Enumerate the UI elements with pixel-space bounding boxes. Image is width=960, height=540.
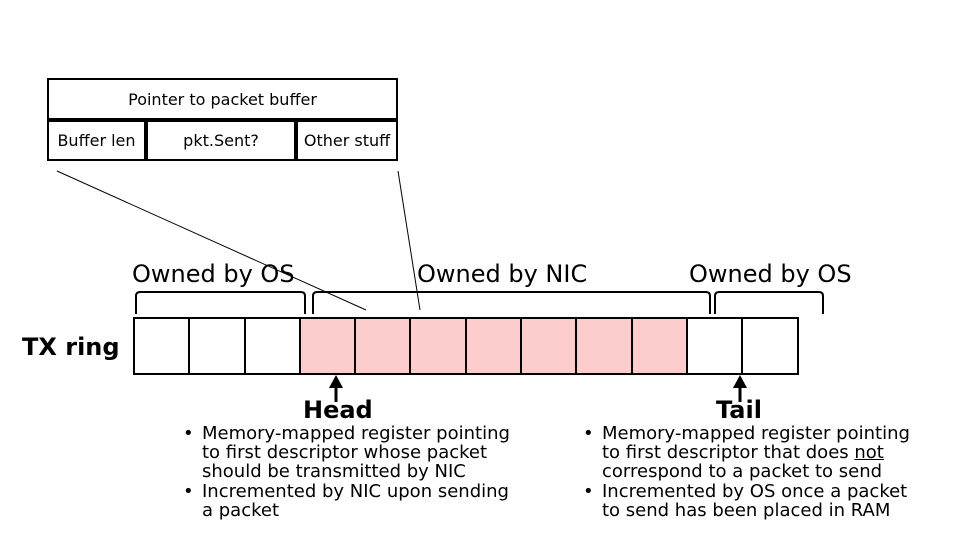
owned-by-os-right-label: Owned by OS <box>689 260 852 288</box>
ring-slot-nic <box>520 317 578 375</box>
zoom-line-right <box>397 170 421 311</box>
tx-ring <box>133 317 799 375</box>
ring-slot-nic <box>298 317 357 375</box>
ring-slot-nic <box>464 317 523 375</box>
ring-slot-os <box>133 317 191 375</box>
brace-nic <box>312 291 711 314</box>
brace-os-left <box>135 291 306 314</box>
ring-slot-os <box>243 317 301 375</box>
ring-slot-nic <box>409 317 467 375</box>
tail-bullet-text: Memory-mapped register pointing to first… <box>602 423 910 463</box>
pkt-sent-label: pkt.Sent? <box>183 131 259 150</box>
head-label: Head <box>303 396 373 424</box>
pointer-field-label: Pointer to packet buffer <box>128 89 317 109</box>
pkt-sent-field: pkt.Sent? <box>146 120 296 161</box>
ring-slot-nic <box>575 317 633 375</box>
tail-arrow <box>733 375 747 402</box>
other-stuff-field: Other stuff <box>296 120 398 161</box>
head-bullet: Memory-mapped register pointing to first… <box>180 424 525 481</box>
tail-bullet: Incremented by OS once a packet to send … <box>580 482 930 520</box>
buffer-len-field: Buffer len <box>47 120 146 161</box>
buffer-len-label: Buffer len <box>57 131 136 150</box>
ring-slot-os <box>188 317 246 375</box>
ring-slot-nic <box>354 317 412 375</box>
tail-label: Tail <box>716 396 762 424</box>
head-description: Memory-mapped register pointing to first… <box>180 424 525 521</box>
owned-by-os-left-label: Owned by OS <box>132 260 295 288</box>
tx-ring-label: TX ring <box>22 333 120 361</box>
ring-slot-os <box>741 317 799 375</box>
tail-bullet-text: correspond to a packet to send <box>602 461 883 482</box>
ring-slot-os <box>685 317 744 375</box>
owned-by-nic-label: Owned by NIC <box>417 260 588 288</box>
head-arrow <box>329 375 343 402</box>
ring-slot-nic <box>630 317 688 375</box>
pointer-field: Pointer to packet buffer <box>47 78 398 120</box>
zoom-line-left <box>56 170 367 311</box>
head-bullet: Incremented by NIC upon sending a packet <box>180 482 525 520</box>
tail-bullet-emphasis: not <box>854 442 884 463</box>
tail-description: Memory-mapped register pointing to first… <box>580 424 930 521</box>
tail-bullet: Memory-mapped register pointing to first… <box>580 424 930 481</box>
brace-os-right <box>714 291 824 314</box>
other-stuff-label: Other stuff <box>303 131 391 150</box>
